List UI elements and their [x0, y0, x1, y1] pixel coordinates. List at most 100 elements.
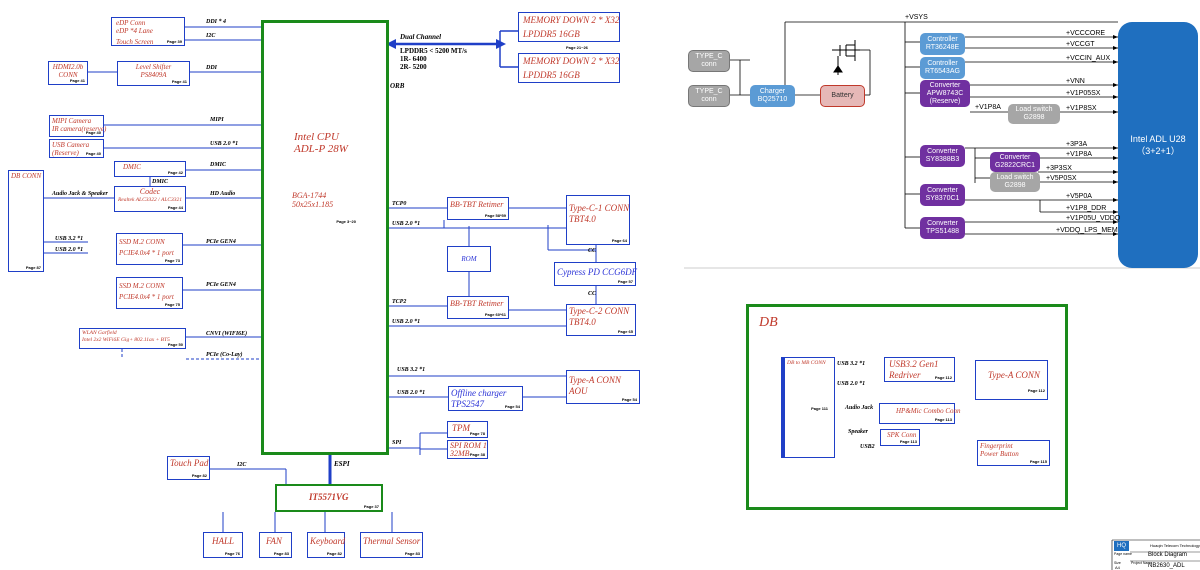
- label-pcie2: PCIe GEN4: [206, 282, 236, 288]
- charger-bq25710[interactable]: Charger BQ25710: [750, 85, 795, 107]
- rail-vddq-lps-mem: +VDDQ_LPS_MEM: [1056, 227, 1118, 234]
- rail-vsys: +VSYS: [905, 14, 928, 21]
- title-block-pagename-label: Page name: [1114, 552, 1132, 556]
- db-label-usb20: USB 2.0 *1: [837, 381, 866, 387]
- db-typea-box[interactable]: Type-A CONN Page 112: [975, 360, 1048, 400]
- label-dual-channel: Dual Channel: [400, 33, 442, 41]
- usb-camera-box[interactable]: USB Camera(Reserve) Page 40: [49, 139, 104, 158]
- controller-rt6543ag[interactable]: Controller RT6543AG: [920, 57, 965, 79]
- battery[interactable]: Battery: [820, 85, 865, 107]
- rail-v1p8a-in: +V1P8A: [975, 104, 1001, 111]
- rail-v1p8-ddr: +V1P8_DDR: [1066, 205, 1107, 212]
- db-label-usb32: USB 3.2 *1: [837, 361, 866, 367]
- title-block-company: Huaqin Telecom Technology: [1150, 543, 1200, 548]
- label-cc2: CC: [588, 291, 597, 297]
- db-title: DB: [759, 315, 778, 330]
- rail-v1p8sx: +V1P8SX: [1066, 105, 1097, 112]
- label-audio-jack: Audio Jack & Speaker: [52, 191, 108, 197]
- controller-rt36248e[interactable]: Controller RT36248E: [920, 33, 965, 55]
- converter-sy8370c1[interactable]: Converter SY8370C1: [920, 184, 965, 206]
- rail-3p3sx: +3P3SX: [1046, 165, 1072, 172]
- hall-box[interactable]: HALL Page 76: [203, 532, 243, 558]
- dmic-box[interactable]: DMIC Page 42: [114, 161, 186, 177]
- label-usb20-typea: USB 2.0 *1: [397, 390, 426, 396]
- label-tcp0: TCP0: [392, 201, 407, 207]
- db-conn-box[interactable]: DB CONN Page 87: [8, 170, 44, 272]
- converter-sy8388b3[interactable]: Converter SY8388B3: [920, 145, 965, 167]
- touchpad-box[interactable]: Touch Pad Page 82: [167, 456, 210, 480]
- db-label-speaker: Speaker: [848, 429, 868, 435]
- rail-v1p05sx: +V1P05SX: [1066, 90, 1101, 97]
- tbt-retimer-1-box[interactable]: BB-TBT Retimer Page 58*59: [447, 197, 509, 220]
- espi-label: ESPI: [334, 460, 350, 468]
- label-mipi: MIPI: [210, 117, 224, 123]
- label-usb20-tc2: USB 2.0 *1: [392, 319, 421, 325]
- tpm-box[interactable]: TPM Page 78: [447, 421, 488, 438]
- db-label-usb2: USB2: [860, 444, 875, 450]
- label-hd-audio: HD Audio: [210, 191, 236, 197]
- label-pcie1: PCIe GEN4: [206, 239, 236, 245]
- title-block-pagename: Block Diagram: [1148, 552, 1188, 558]
- rail-v5p0a: +V5P0A: [1066, 193, 1092, 200]
- keyboard-box[interactable]: Keyboard Page 82: [307, 532, 345, 558]
- title-block-project: NB2630_ADL: [1148, 563, 1185, 569]
- typec-conn-b[interactable]: TYPE_C conn: [688, 85, 730, 107]
- label-usb32: USB 3.2 *1: [55, 236, 84, 242]
- rail-v5p0sx: +V5P0SX: [1046, 175, 1077, 182]
- converter-tps51488[interactable]: Converter TPS51488: [920, 217, 965, 239]
- rail-vcccore: +VCCCORE: [1066, 30, 1106, 37]
- rail-v1p05u-vddq: +V1P05U_VDDQ: [1066, 215, 1121, 222]
- typec-conn-a[interactable]: TYPE_C conn: [688, 50, 730, 72]
- label-dmic-2: DMIC: [152, 179, 169, 185]
- converter-apw8743c[interactable]: Converter APW8743C (Reserve): [920, 80, 970, 107]
- rail-v1p8a: +V1P8A: [1066, 151, 1092, 158]
- title-block-size-label: Size: [1114, 561, 1121, 565]
- orb-label: ORB: [390, 82, 405, 90]
- label-i2c: I2C: [206, 33, 216, 39]
- pd-controller-box[interactable]: Cypress PD CCG6DF Page 57: [554, 262, 637, 286]
- ec-box[interactable]: IT5571VG Page 37: [275, 484, 383, 512]
- label-spi: SPI: [392, 440, 402, 446]
- label-cnvi: CNVI (WIFI6E): [206, 331, 248, 337]
- rail-vnn: +VNN: [1066, 78, 1085, 85]
- load-switch-1[interactable]: Load switch G2898: [1008, 104, 1060, 124]
- cpu-page: Page 3~20: [336, 219, 356, 224]
- label-i2c-tp: I2C: [237, 462, 247, 468]
- db-to-mb-conn[interactable]: DB to MB CONN Page 111: [781, 357, 835, 458]
- tbt-retimer-2-box[interactable]: BB-TBT Retimer Page 60*61: [447, 296, 509, 319]
- label-dmic: DMIC: [210, 162, 227, 168]
- db-label-audiojack: Audio Jack: [845, 405, 874, 411]
- db-combo-box[interactable]: HP&Mic Combo Conn Page 113: [879, 403, 961, 424]
- title-block-logo: HQ: [1114, 541, 1129, 551]
- intel-adl-soc[interactable]: Intel ADL U28（3+2+1）: [1118, 22, 1198, 268]
- load-switch-2[interactable]: Load switch G2898: [990, 172, 1040, 192]
- db-spk-box[interactable]: SPK Conn Page 113: [880, 429, 920, 446]
- fan-box[interactable]: FAN Page 83: [259, 532, 292, 558]
- title-block-size: A4: [1115, 565, 1120, 570]
- converter-g2822crc1[interactable]: Converter G2822CRC1: [990, 152, 1040, 172]
- thermal-sensor-box[interactable]: Thermal Sensor Page 83: [360, 532, 423, 558]
- label-ddi4: DDI * 4: [206, 19, 227, 25]
- rom-box[interactable]: ROM: [447, 246, 491, 272]
